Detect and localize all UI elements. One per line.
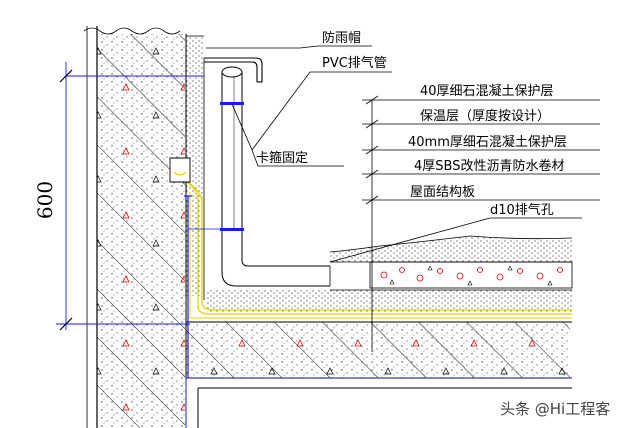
sbs-waterproof-membrane: [179, 177, 572, 319]
wall-anchor: [169, 157, 191, 183]
label-insulation: 保温层（厚度按设计）: [420, 108, 550, 124]
label-fine-stone-40: 40厚细石混凝土保护层: [420, 83, 554, 99]
label-vent-hole: d10排气孔: [490, 202, 554, 218]
pipe-clamps: [188, 102, 244, 231]
reference-line: [184, 195, 192, 378]
label-pvc-pipe: PVC排气管: [322, 55, 387, 71]
dimension-600: 600: [33, 62, 204, 331]
leader-lines: [206, 45, 600, 352]
pvc-vent-pipe: [221, 66, 331, 287]
lower-fine-stone-layer: [206, 289, 572, 312]
dimension-600-text: 600: [33, 181, 57, 219]
rain-cap: [204, 57, 263, 83]
parapet-wall: [83, 26, 187, 428]
label-clamp: 卡箍固定: [256, 150, 308, 166]
roof-structure-slab: [185, 321, 572, 428]
upper-fine-stone-layer: [329, 235, 573, 263]
label-rain-cap: 防雨帽: [322, 30, 361, 46]
label-sbs-membrane: 4厚SBS改性沥青防水卷材: [414, 158, 564, 174]
insulation-layer: [369, 261, 573, 289]
label-roof-slab: 屋面结构板: [410, 185, 475, 200]
watermark-text: 头条 @Hi工程客: [500, 400, 610, 418]
label-fine-stone-40mm: 40mm厚细石混凝土保护层: [408, 134, 567, 150]
